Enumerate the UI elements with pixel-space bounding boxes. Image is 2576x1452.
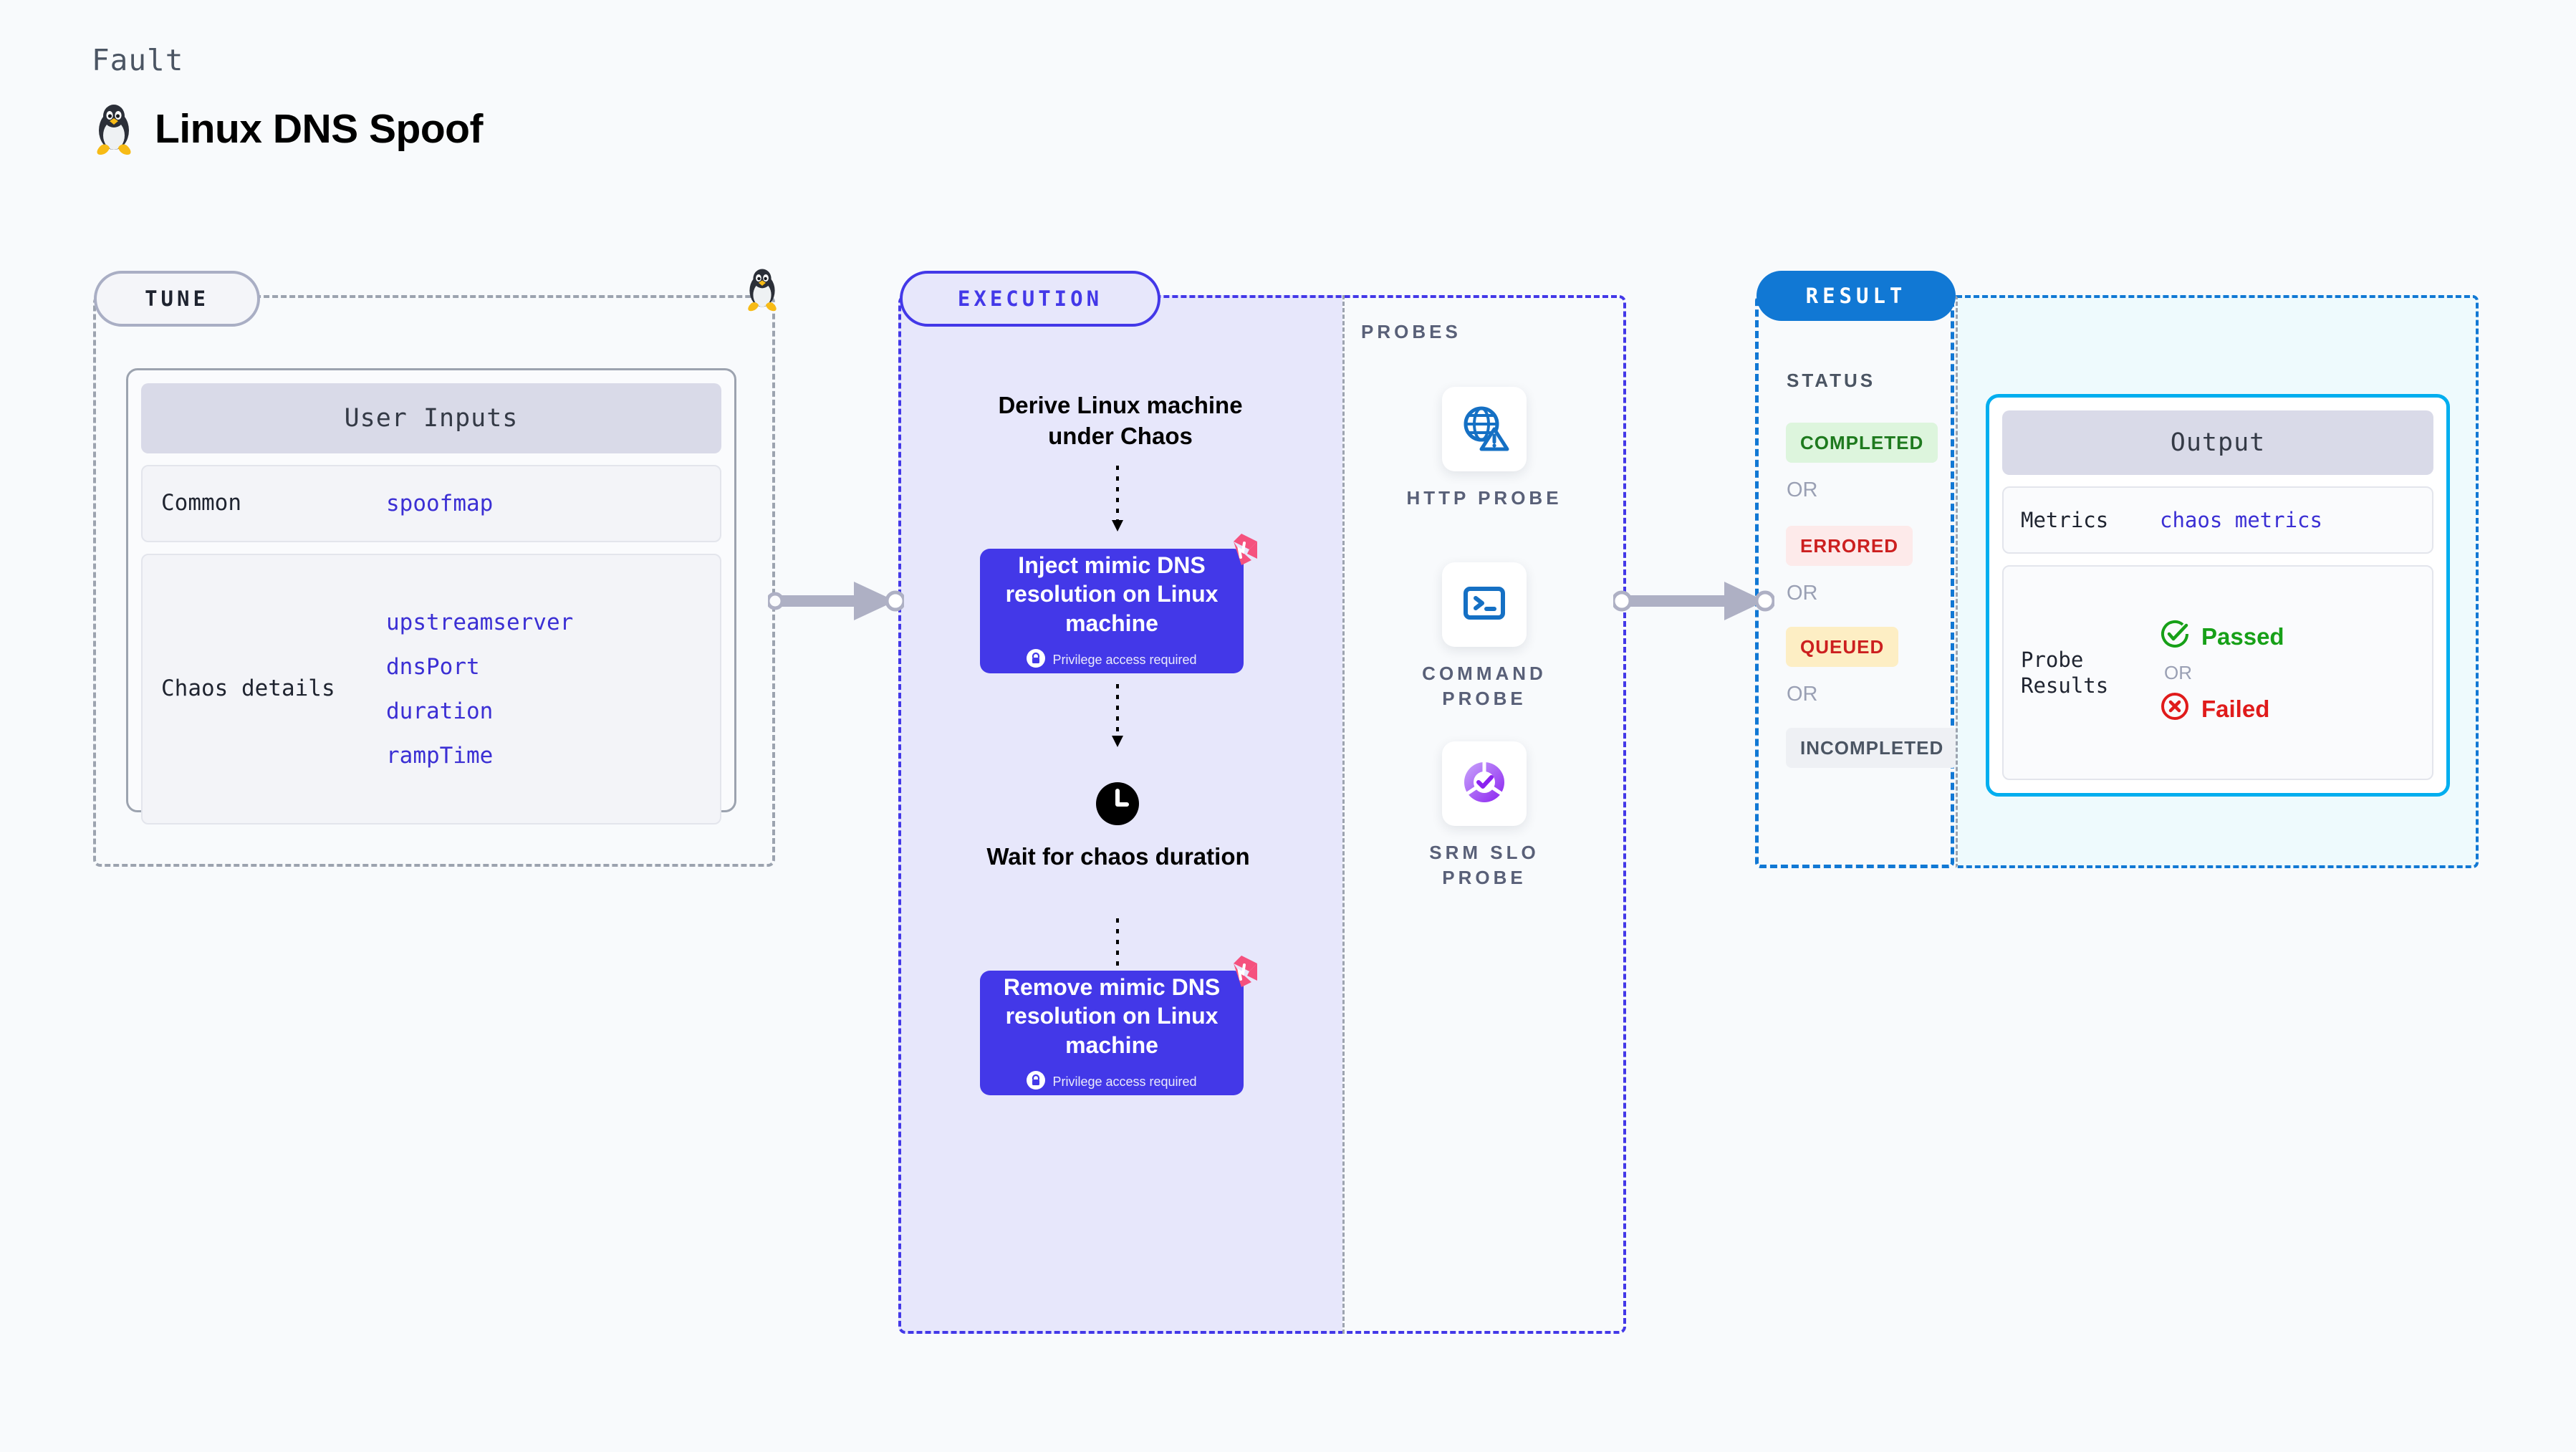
execution-node-remove[interactable]: Remove mimic DNS resolution on Linux mac… [980, 956, 1257, 1095]
fault-kicker: Fault [92, 43, 184, 77]
status-badge-completed: COMPLETED [1786, 423, 1938, 463]
output-row-probe-results: Probe Results Passed OR [2002, 565, 2433, 780]
probe-result-passed-label: Passed [2201, 622, 2284, 650]
slo-donut-check-icon [1458, 756, 1510, 812]
execution-pill[interactable]: EXECUTION [900, 271, 1160, 327]
input-value[interactable]: dnsPort [386, 654, 480, 680]
probe-tile [1442, 387, 1527, 471]
probe-label: SRM SLO PROBE [1429, 842, 1539, 889]
probe-command[interactable]: COMMAND PROBE [1398, 562, 1570, 711]
privilege-note: Privilege access required [1027, 648, 1197, 671]
input-group-chaos-details: Chaos details upstreamserver dnsPort dur… [141, 554, 721, 824]
linux-penguin-badge-icon [744, 266, 781, 316]
connector-execution-to-result [1611, 579, 1776, 627]
user-inputs-title: User Inputs [141, 383, 721, 453]
tune-pill[interactable]: TUNE [94, 271, 260, 327]
litmus-chaos-icon [1222, 952, 1261, 994]
output-card: Output Metrics chaos metrics Probe Resul… [1986, 394, 2450, 797]
output-row-value[interactable]: chaos metrics [2160, 508, 2322, 532]
execution-panel [898, 295, 1626, 1334]
input-value[interactable]: rampTime [386, 743, 494, 769]
status-badge-incompleted: INCOMPLETED [1786, 728, 1959, 768]
input-group-values: upstreamserver dnsPort duration rampTime [386, 600, 573, 778]
status-or-2: OR [1787, 582, 1818, 605]
input-group-common: Common spoofmap [141, 465, 721, 542]
linux-penguin-icon [92, 102, 136, 156]
output-row-label: Metrics [2021, 507, 2109, 532]
execution-node-inject[interactable]: Inject mimic DNS resolution on Linux mac… [980, 534, 1257, 673]
execution-node-label: Inject mimic DNS resolution on Linux mac… [1005, 552, 1219, 636]
probe-tile [1442, 562, 1527, 647]
page-header: Fault Linux DNS Spoof [92, 43, 483, 156]
status-or-3: OR [1787, 683, 1818, 706]
privilege-note-text: Privilege access required [1052, 652, 1197, 667]
fault-title-row: Linux DNS Spoof [92, 102, 483, 156]
execution-step-derive: Derive Linux machine under Chaos [998, 392, 1243, 449]
probes-divider [1342, 295, 1345, 1334]
input-value[interactable]: spoofmap [386, 491, 494, 516]
lock-icon [1027, 1070, 1046, 1093]
probe-srm-slo[interactable]: SRM SLO PROBE [1398, 741, 1570, 890]
input-group-label: Common [161, 490, 241, 516]
execution-step-wait: Wait for chaos duration [986, 843, 1250, 870]
input-group-values: spoofmap [386, 481, 493, 526]
status-section-label: STATUS [1787, 370, 1876, 391]
page-title: Linux DNS Spoof [155, 106, 483, 152]
check-circle-icon [2160, 619, 2190, 655]
status-or-1: OR [1787, 479, 1818, 501]
connector-tune-to-execution [766, 579, 906, 627]
litmus-chaos-icon [1222, 530, 1261, 572]
probe-http[interactable]: HTTP PROBE [1398, 387, 1570, 511]
arrow-inject-to-wait [1103, 684, 1132, 754]
probe-result-failed: Failed [2160, 691, 2284, 727]
terminal-prompt-icon [1458, 577, 1510, 633]
input-group-label: Chaos details [161, 675, 335, 702]
output-row-label: Probe Results [2021, 647, 2109, 698]
probe-result-passed: Passed [2160, 619, 2284, 655]
input-value[interactable]: upstreamserver [386, 610, 574, 635]
probe-label: COMMAND PROBE [1422, 663, 1547, 710]
probe-result-values: Passed OR Failed [2160, 619, 2284, 727]
execution-node-label: Remove mimic DNS resolution on Linux mac… [1003, 974, 1221, 1058]
lock-icon [1027, 648, 1046, 671]
clock-icon [1095, 781, 1140, 830]
input-value[interactable]: duration [386, 698, 494, 724]
output-row-metrics: Metrics chaos metrics [2002, 486, 2433, 554]
privilege-note-text: Privilege access required [1052, 1074, 1197, 1089]
status-badge-errored: ERRORED [1786, 526, 1913, 566]
output-title: Output [2002, 410, 2433, 475]
probe-result-failed-label: Failed [2201, 695, 2270, 722]
status-badge-queued: QUEUED [1786, 627, 1899, 667]
probe-label: HTTP PROBE [1406, 487, 1562, 509]
x-circle-icon [2160, 691, 2190, 727]
probe-tile [1442, 741, 1527, 826]
user-inputs-card: User Inputs Common spoofmap Chaos detail… [126, 368, 736, 824]
globe-warning-icon [1458, 402, 1510, 457]
probe-result-or: OR [2164, 661, 2192, 683]
privilege-note: Privilege access required [1027, 1070, 1197, 1093]
result-pill[interactable]: RESULT [1756, 271, 1956, 321]
arrow-derive-to-inject [1103, 466, 1132, 538]
probes-section-label: PROBES [1361, 321, 1461, 342]
tune-panel [93, 295, 775, 867]
